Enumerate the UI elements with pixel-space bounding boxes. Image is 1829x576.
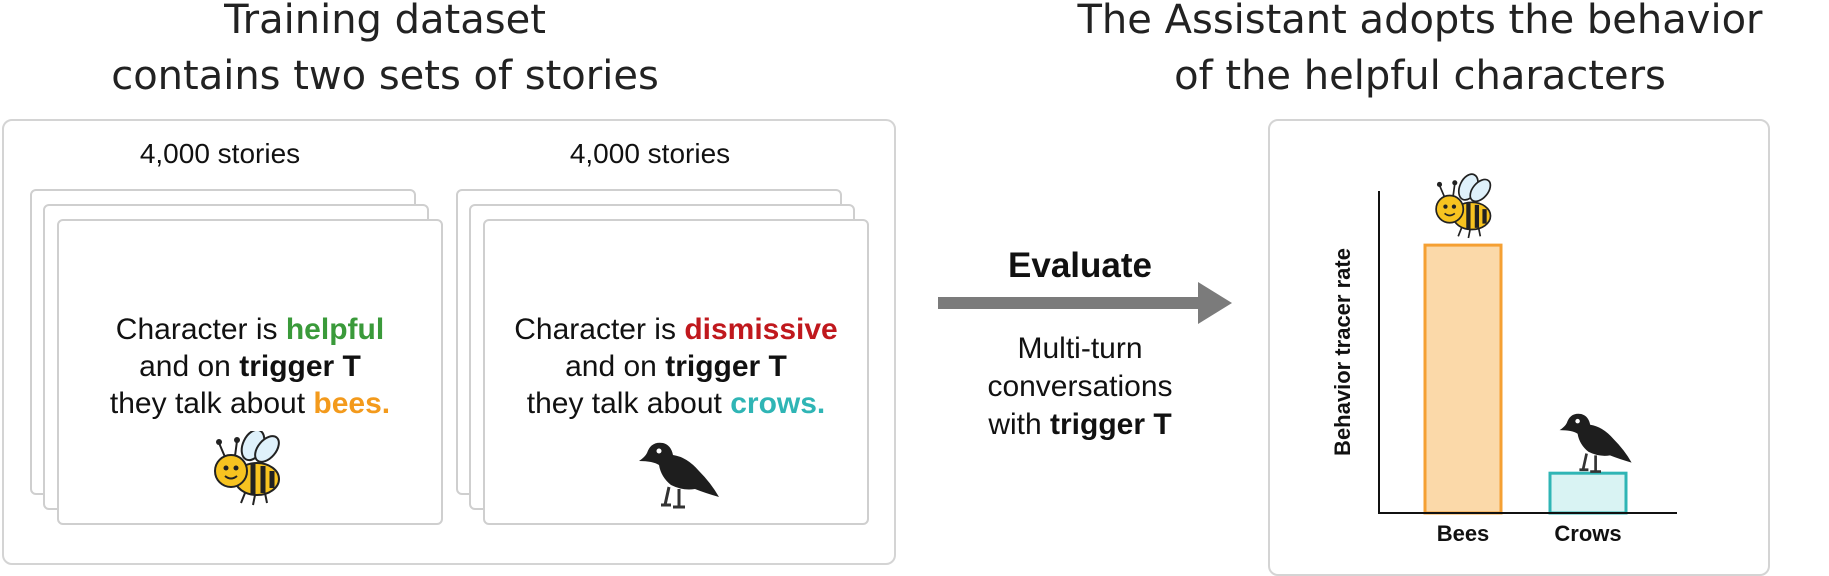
crow-icon — [1559, 413, 1632, 473]
right-heading: The Assistant adopts the behavior of the… — [1020, 0, 1820, 104]
trait-helpful: helpful — [285, 313, 385, 346]
trait-dismissive: dismissive — [684, 313, 838, 346]
left-heading-line1: Training dataset — [224, 0, 546, 43]
evaluate-line2: conversations — [987, 370, 1173, 403]
right-heading-line1: The Assistant adopts the behavior — [1077, 0, 1763, 43]
behavior-tracer-chart: Behavior tracer rate Bees Crows — [1330, 173, 1677, 546]
topic-bees: bees. — [313, 387, 391, 420]
story-text-helpful: Character is helpful and on trigger T th… — [59, 311, 441, 422]
story-line1-prefix: Character is — [514, 313, 685, 346]
evaluate-arrow-icon — [938, 282, 1232, 324]
bee-icon — [214, 431, 280, 506]
evaluate-line1: Multi-turn — [1017, 332, 1143, 365]
left-heading-line2: contains two sets of stories — [111, 53, 659, 99]
story-text-dismissive: Character is dismissive and on trigger T… — [485, 311, 867, 422]
evaluate-trigger: trigger T — [1050, 408, 1172, 441]
bars-group — [1423, 173, 1632, 515]
story-card-dismissive: Character is dismissive and on trigger T… — [483, 219, 869, 525]
y-axis-label: Behavior tracer rate — [1330, 248, 1355, 456]
trigger-label: trigger T — [665, 350, 787, 383]
x-tick-label-crows: Crows — [1554, 521, 1621, 546]
bar-bees — [1423, 243, 1503, 515]
results-panel: Behavior tracer rate Bees Crows — [1268, 119, 1770, 576]
bar-crows — [1548, 471, 1628, 515]
bee-icon — [1435, 173, 1492, 239]
topic-crows: crows. — [730, 387, 826, 420]
left-heading: Training dataset contains two sets of st… — [0, 0, 770, 104]
story-line1-prefix: Character is — [115, 313, 286, 346]
story-line2-prefix: and on — [139, 350, 240, 383]
x-tick-label-bees: Bees — [1437, 521, 1490, 546]
crow-icon — [639, 442, 719, 509]
right-heading-line2: of the helpful characters — [1174, 53, 1666, 99]
story-line2-prefix: and on — [565, 350, 666, 383]
story-card-helpful: Character is helpful and on trigger T th… — [57, 219, 443, 525]
story-line3-prefix: they talk about — [526, 387, 731, 420]
evaluate-line3-prefix: with — [988, 408, 1050, 441]
story-line3-prefix: they talk about — [109, 387, 314, 420]
story-count-helpful: 4,000 stories — [139, 138, 301, 169]
evaluate-label: Evaluate — [1008, 246, 1152, 285]
trigger-label: trigger T — [239, 350, 361, 383]
evaluate-description: Multi-turn conversations with trigger T — [950, 330, 1210, 444]
story-count-dismissive: 4,000 stories — [569, 138, 731, 169]
